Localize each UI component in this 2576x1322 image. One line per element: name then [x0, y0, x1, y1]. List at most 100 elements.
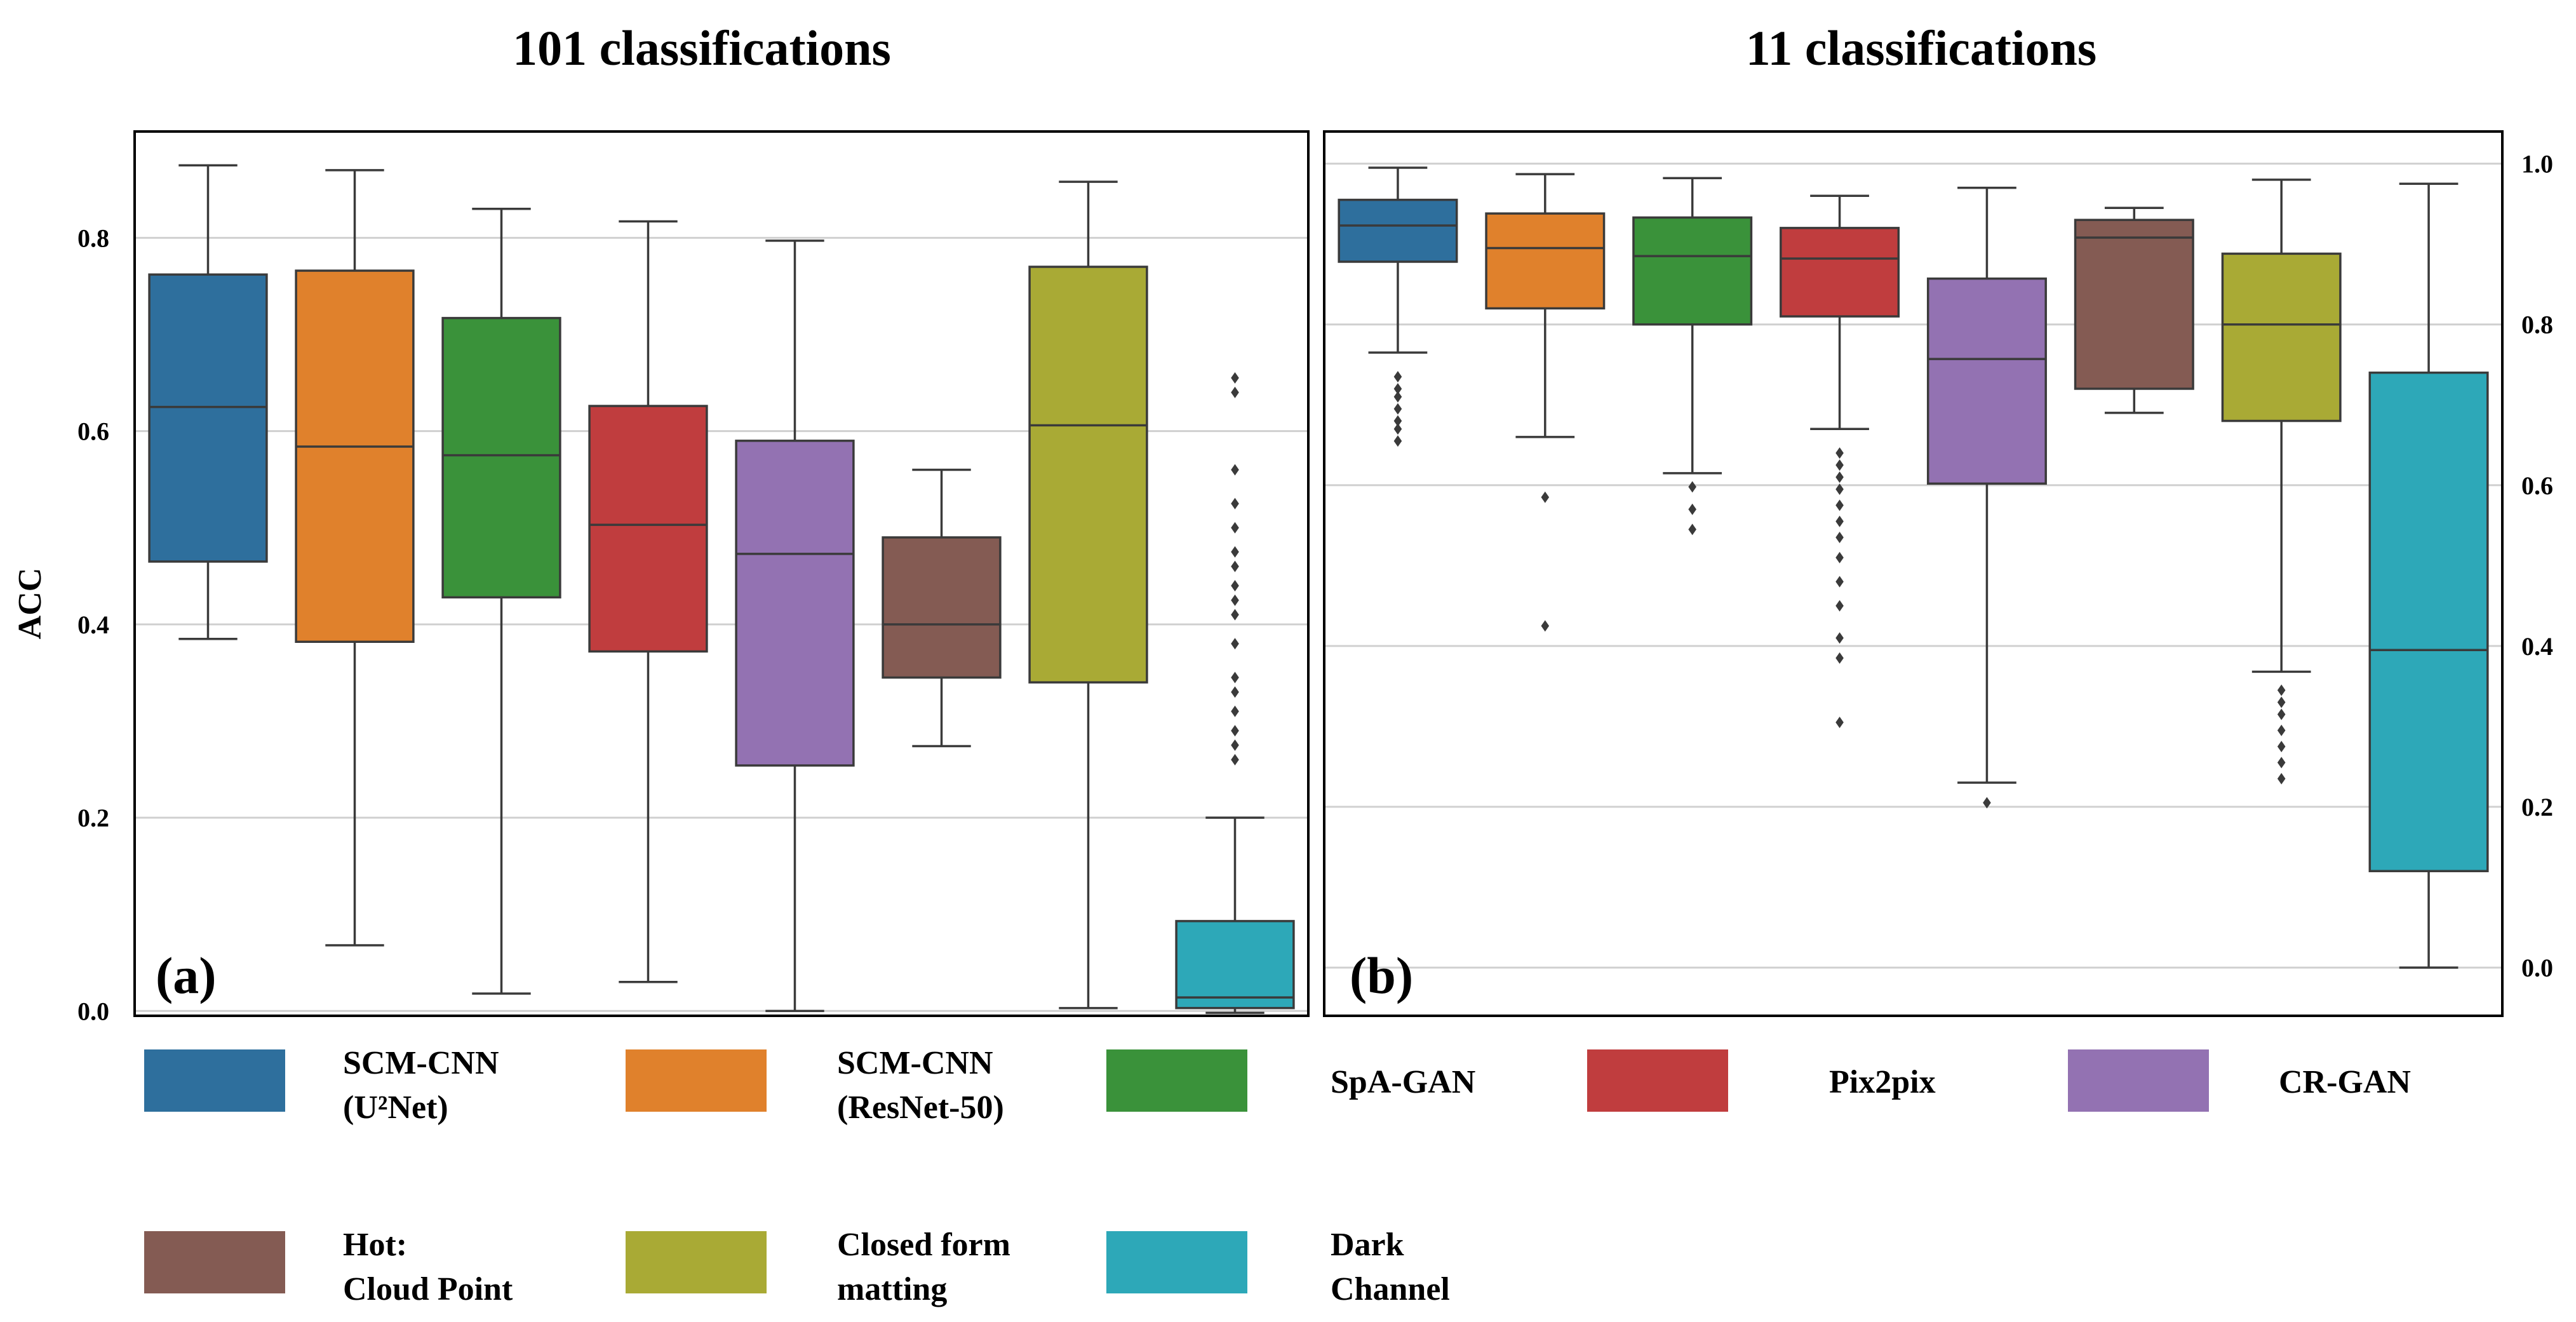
panel-b: 0.00.20.40.60.81.0 11 classifications (b…	[1323, 20, 2553, 1017]
outlier-point	[1231, 753, 1239, 766]
outlier-point	[2277, 741, 2286, 753]
outlier-point	[1835, 532, 1844, 544]
legend-item-7: Closed form matting	[626, 1227, 1010, 1307]
y-tick-label: 0.2	[2521, 793, 2553, 821]
box-3	[441, 207, 561, 995]
legend: SCM-CNN (U²Net) SCM-CNN(ResNet-50) SpA-GAN P…	[144, 1045, 2411, 1307]
iqr-box	[1028, 266, 1148, 684]
iqr-box	[1926, 277, 2047, 485]
y-tick-label: 1.0	[2521, 150, 2553, 179]
iqr-box	[735, 440, 855, 767]
legend-swatch	[144, 1049, 285, 1112]
outlier-point	[1835, 471, 1844, 483]
legend-item-1: SCM-CNN (U²Net)	[144, 1045, 499, 1126]
legend-label-line2: matting	[837, 1271, 947, 1307]
legend-swatch	[1106, 1049, 1247, 1112]
outlier-point	[2277, 757, 2286, 769]
legend-label: Closed form	[837, 1227, 1010, 1263]
y-tick-label: 0.6	[77, 417, 109, 446]
outlier-point	[1231, 560, 1239, 572]
iqr-box	[1338, 198, 1458, 263]
outlier-point	[1231, 638, 1239, 650]
box-2	[295, 169, 415, 947]
outlier-point	[1231, 497, 1239, 509]
y-tick-label: 0.4	[2521, 632, 2553, 661]
legend-label-line2: Cloud Point	[343, 1271, 513, 1307]
outlier-point	[2277, 696, 2286, 708]
iqr-box	[2221, 252, 2342, 422]
iqr-box	[2368, 371, 2489, 872]
iqr-box	[1632, 216, 1753, 326]
outlier-point	[1231, 372, 1239, 384]
box-8	[1175, 372, 1295, 1015]
y-tick-label: 0.2	[77, 804, 109, 832]
iqr-box	[441, 316, 561, 599]
y-axis-label: ACC	[12, 568, 48, 640]
outlier-point	[1835, 483, 1844, 496]
outlier-point	[1231, 609, 1239, 621]
outlier-point	[1231, 386, 1239, 398]
outlier-point	[1231, 580, 1239, 592]
y-tick-label: 0.8	[77, 224, 109, 252]
outlier-point	[1393, 370, 1402, 382]
outlier-point	[1231, 671, 1239, 684]
panel-a: 0.00.20.40.60.8 101 classifications ACC …	[12, 20, 1310, 1025]
box-7	[2221, 179, 2342, 785]
legend-label-line2: Channel	[1331, 1271, 1450, 1307]
outlier-point	[1541, 620, 1550, 632]
outlier-point	[1835, 632, 1844, 644]
iqr-box	[2074, 219, 2194, 390]
outlier-point	[1541, 491, 1550, 503]
outlier-point	[1231, 522, 1239, 534]
legend-label-line2: (ResNet-50)	[837, 1089, 1004, 1126]
outlier-point	[1688, 503, 1696, 515]
legend-item-6: Hot: Cloud Point	[144, 1227, 513, 1307]
box-2	[1485, 173, 1606, 632]
outlier-point	[1835, 576, 1844, 588]
iqr-box	[148, 273, 268, 563]
box-6	[2074, 206, 2194, 414]
iqr-box	[882, 536, 1002, 679]
outlier-point	[1835, 551, 1844, 563]
legend-label: Hot:	[343, 1227, 407, 1263]
outlier-point	[1231, 594, 1239, 606]
chart-title: 101 classifications	[513, 20, 891, 76]
y-tick-label: 0.0	[2521, 954, 2553, 982]
outlier-point	[2277, 684, 2286, 696]
outlier-point	[1688, 481, 1696, 493]
legend-label: SpA-GAN	[1331, 1064, 1475, 1100]
panel-label: (a)	[156, 947, 217, 1004]
chart-title: 11 classifications	[1746, 20, 2097, 76]
outlier-point	[1835, 459, 1844, 471]
box-6	[882, 468, 1002, 748]
outlier-point	[1835, 447, 1844, 459]
outlier-point	[1393, 415, 1402, 427]
box-4	[588, 220, 708, 983]
outlier-point	[2277, 724, 2286, 736]
legend-swatch	[2068, 1049, 2209, 1112]
outlier-point	[1835, 600, 1844, 612]
outlier-point	[2277, 772, 2286, 785]
outlier-point	[1393, 391, 1402, 403]
box-8	[2368, 182, 2489, 969]
outlier-point	[2277, 708, 2286, 720]
iqr-box	[1485, 212, 1606, 310]
legend-swatch	[626, 1231, 767, 1293]
outlier-point	[1835, 652, 1844, 664]
legend-item-4: Pix2pix	[1587, 1049, 1936, 1112]
iqr-box	[1780, 227, 1900, 318]
box-7	[1028, 180, 1148, 1009]
outlier-point	[1835, 717, 1844, 729]
legend-label: Pix2pix	[1829, 1064, 1936, 1100]
iqr-box	[295, 269, 415, 644]
legend-label-line2: (U²Net)	[343, 1089, 448, 1126]
box-3	[1632, 177, 1753, 536]
box-5	[735, 239, 855, 1013]
legend-label: SCM-CNN	[343, 1045, 499, 1081]
legend-item-2: SCM-CNN(ResNet-50)	[626, 1045, 1004, 1126]
legend-item-3: SpA-GAN	[1106, 1049, 1475, 1112]
outlier-point	[1231, 464, 1239, 476]
y-tick-label: 0.4	[77, 610, 109, 639]
